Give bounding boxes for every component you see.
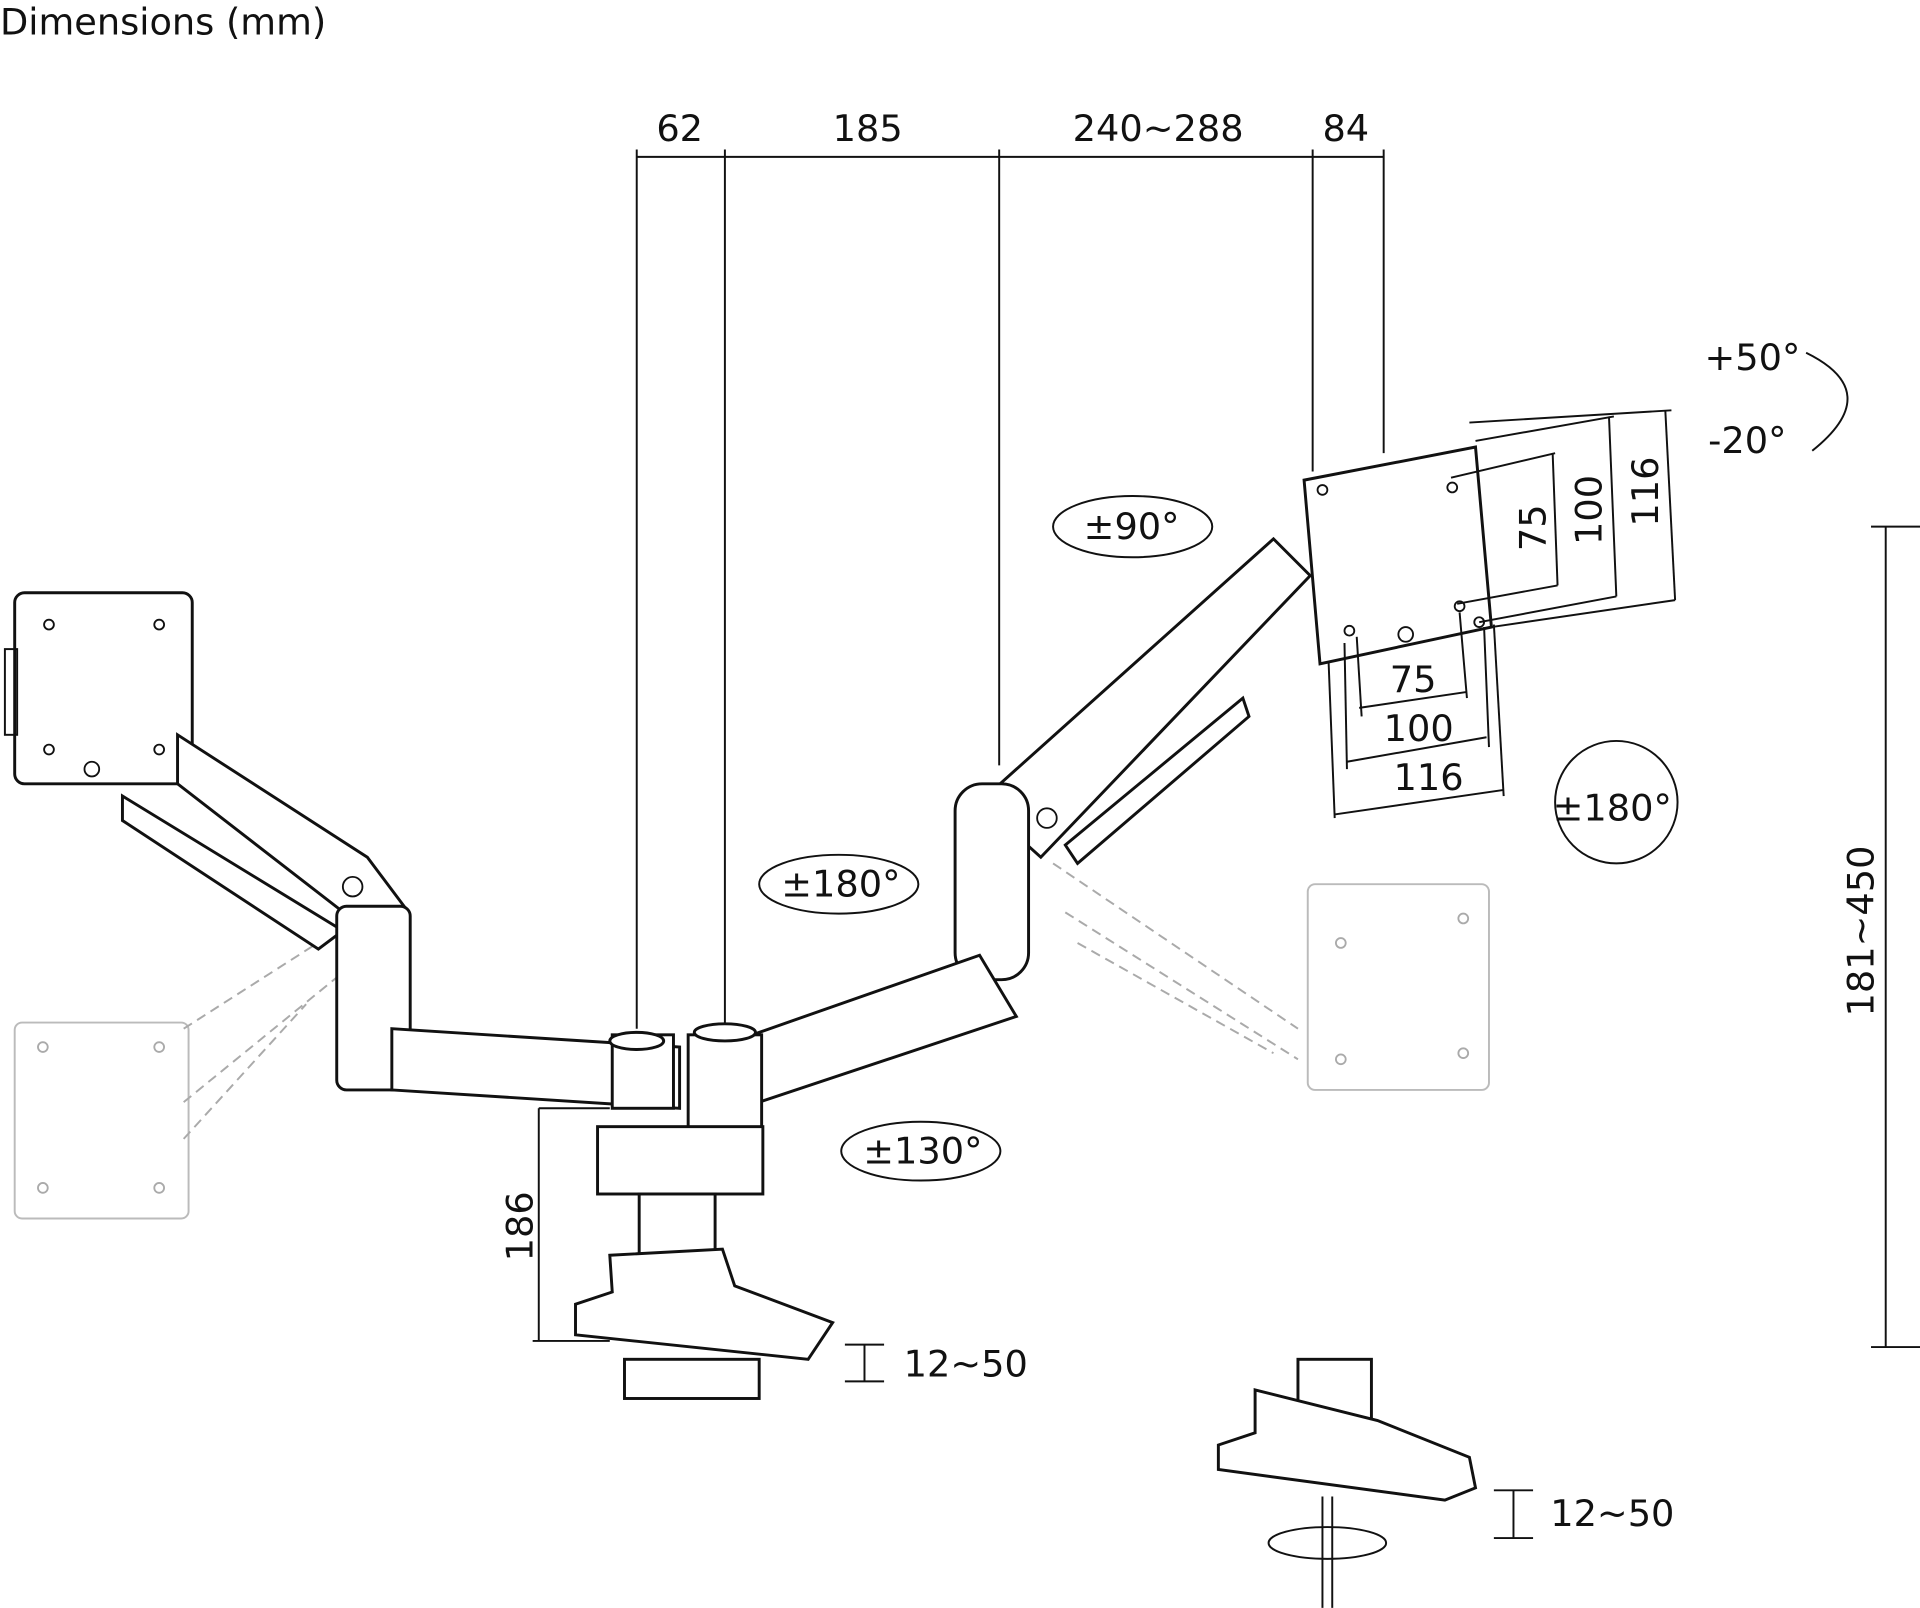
- vesa-vertical-dims: [1450, 409, 1677, 629]
- clamp-range-1: 12~50: [904, 1342, 1028, 1385]
- right-arm: [732, 536, 1313, 1104]
- vesa-h-116: 116: [1393, 756, 1463, 799]
- tilt-down: -20°: [1708, 419, 1786, 462]
- vesa-h-100: 100: [1384, 707, 1454, 750]
- pole-height: 186: [499, 1191, 542, 1261]
- tilt-arrow-icon: [1805, 351, 1849, 452]
- rotate-arrow-icon: [758, 853, 920, 915]
- top-dimension-lines: [635, 149, 1385, 1029]
- dim-185: 185: [833, 107, 903, 150]
- vesa-horizontal-dims: [1327, 612, 1505, 819]
- ghost-right-monitor: [1052, 862, 1490, 1091]
- vesa-v-75: 75: [1511, 504, 1554, 551]
- height-dimension: [1871, 525, 1920, 1349]
- diagram-title: Dimensions (mm): [0, 0, 326, 43]
- grommet-base: [1216, 1357, 1478, 1608]
- rotation-screen: ±180°: [1553, 787, 1672, 830]
- vesa-v-100: 100: [1568, 475, 1611, 545]
- right-vesa-plate: [1302, 445, 1494, 666]
- rotate-arrow-icon: [1052, 495, 1214, 559]
- dim-84: 84: [1322, 107, 1369, 150]
- dim-240-288: 240~288: [1073, 107, 1244, 150]
- vesa-v-116: 116: [1624, 457, 1667, 527]
- rotation-base: ±130°: [863, 1129, 982, 1172]
- clamp-range-2: 12~50: [1550, 1492, 1674, 1535]
- rotate-arrow-icon: [840, 1120, 1002, 1182]
- tilt-up: +50°: [1704, 336, 1800, 379]
- left-vesa-plate: [3, 591, 194, 786]
- clamp-range-1-marker: [844, 1343, 885, 1383]
- left-arm: [120, 732, 682, 1110]
- clamp-range-2-marker: [1493, 1489, 1534, 1540]
- dim-62: 62: [656, 107, 703, 150]
- rotation-swivel-head: ±90°: [1084, 505, 1180, 548]
- vesa-h-75: 75: [1390, 658, 1437, 701]
- height-range: 181~450: [1839, 846, 1882, 1017]
- rotation-arm-joint: ±180°: [781, 862, 900, 905]
- ghost-left-monitor: [13, 929, 350, 1220]
- main-base-clamp: [574, 1022, 835, 1400]
- rotate-arrow-icon: [1554, 739, 1679, 865]
